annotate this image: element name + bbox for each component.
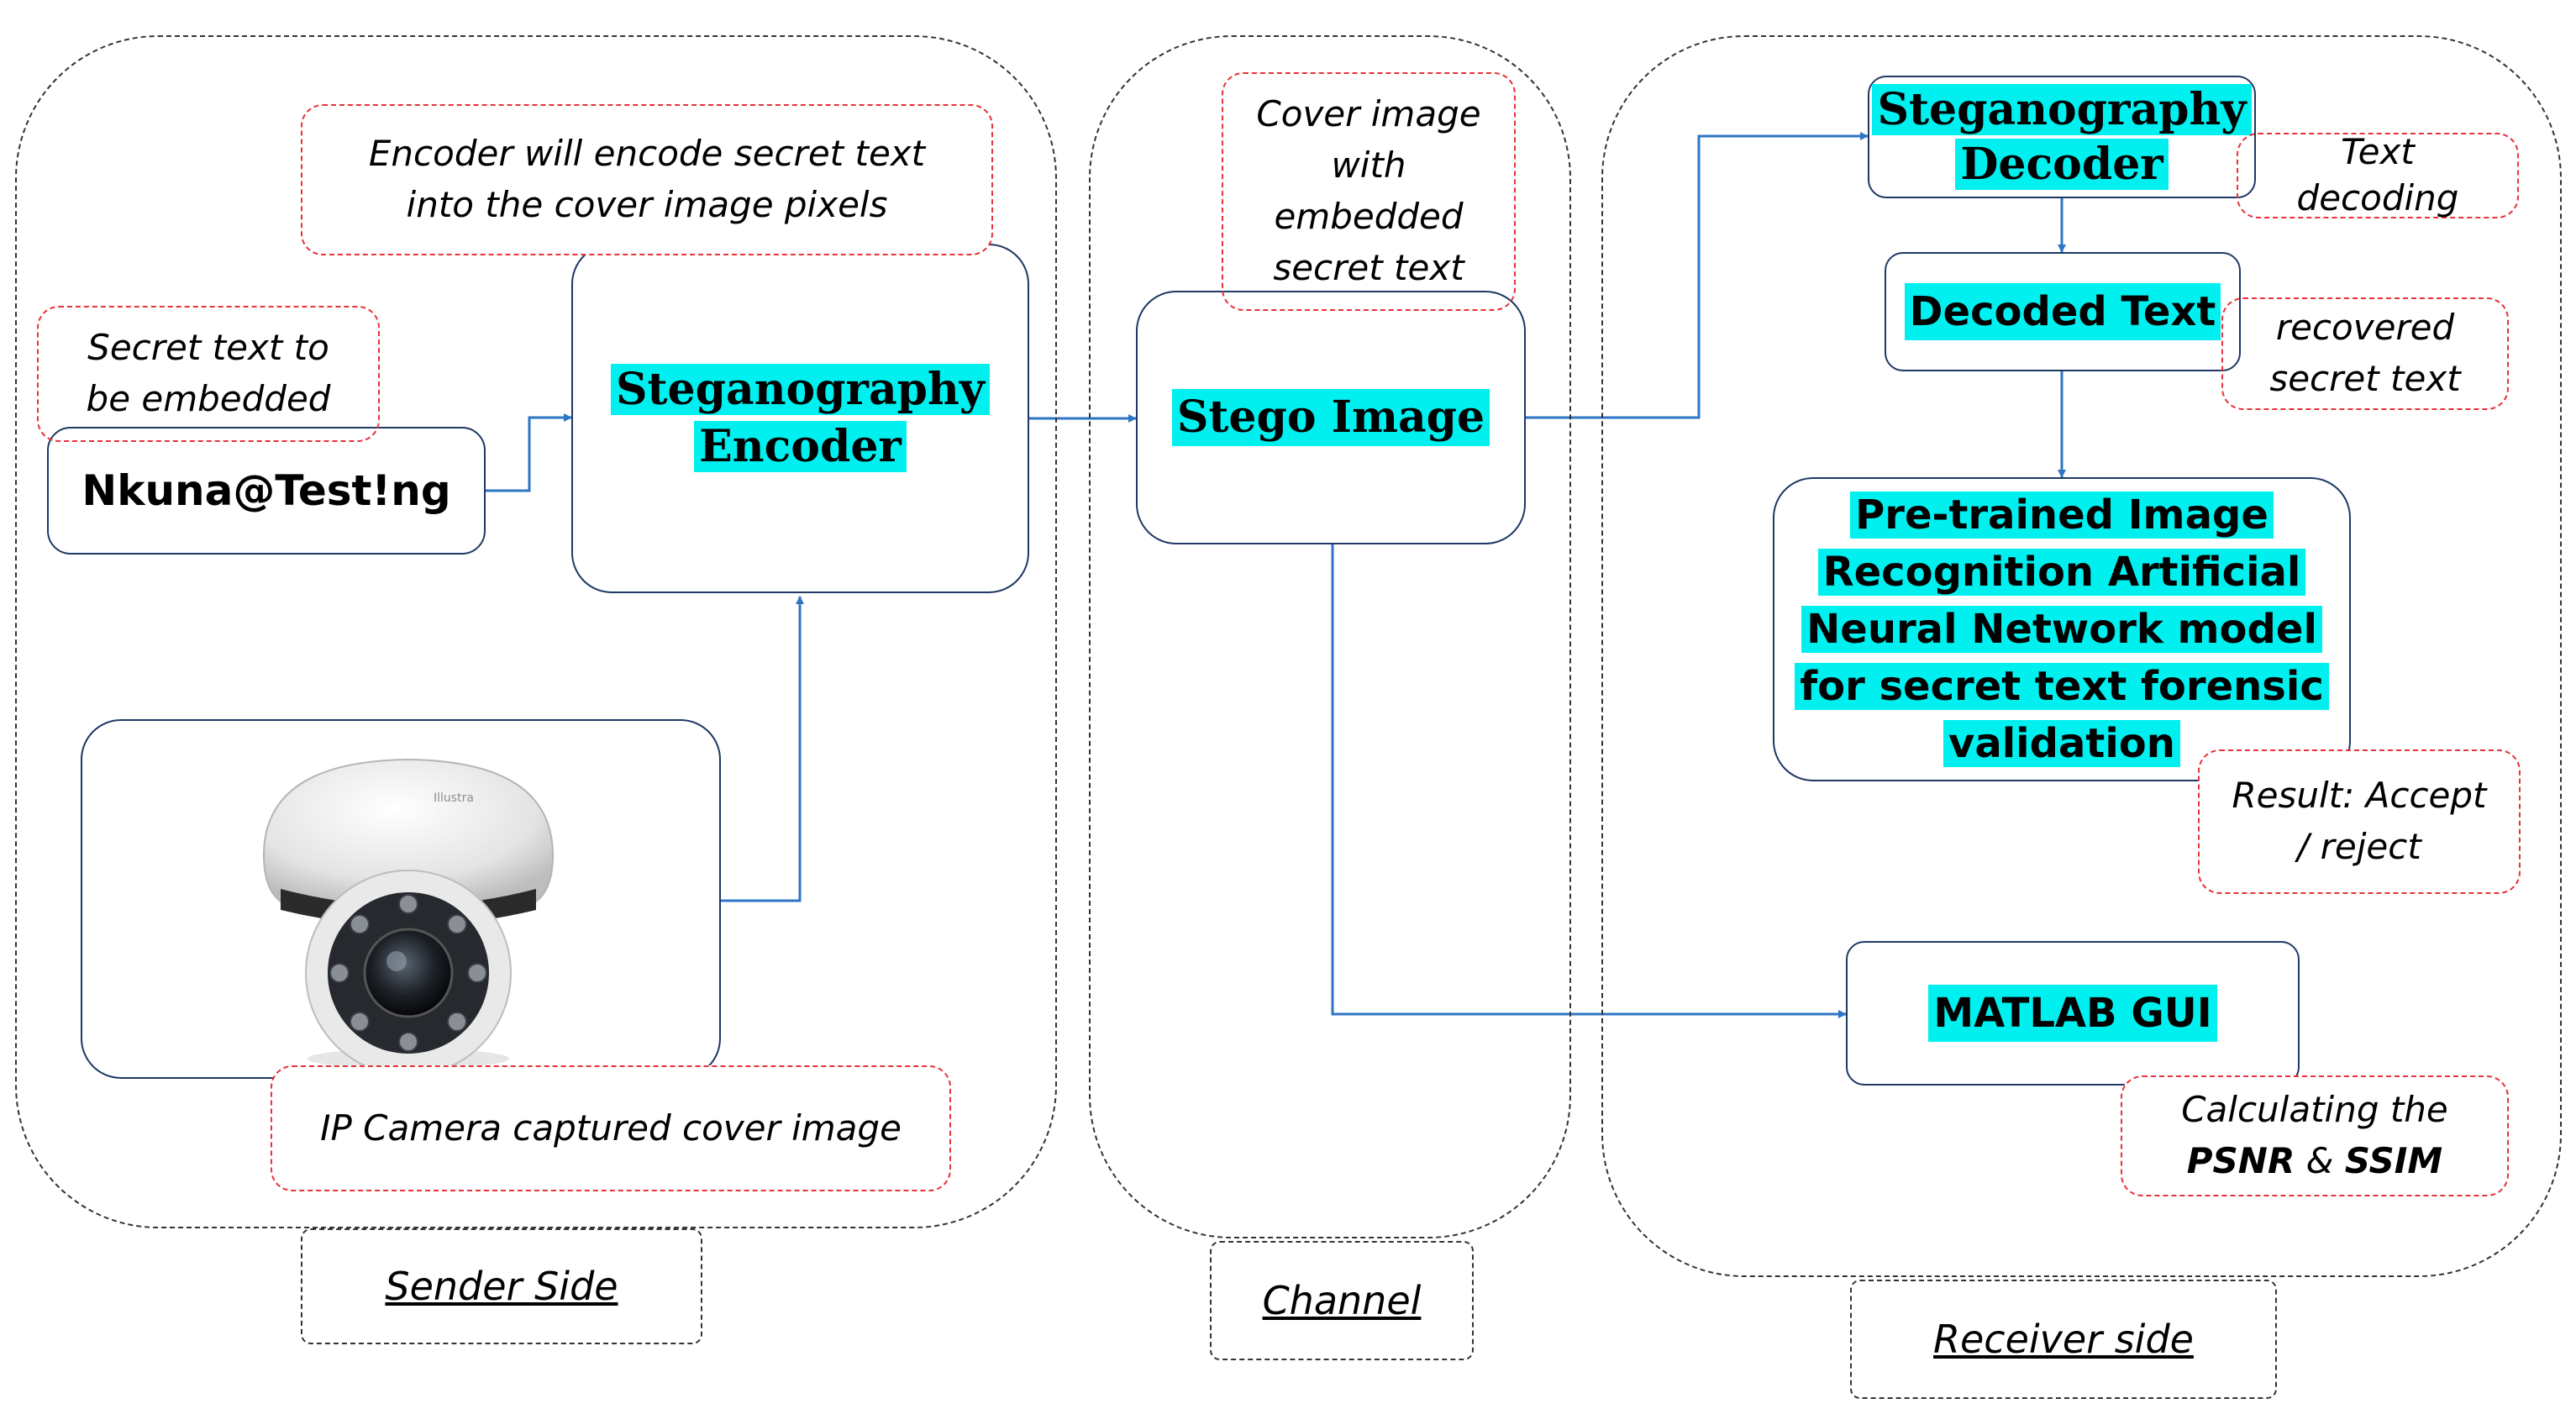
channel-label: Channel	[1210, 1241, 1474, 1360]
sender-side-label: Sender Side	[301, 1228, 702, 1344]
receiver-side-label: Receiver side	[1850, 1280, 2277, 1399]
secret-text-note: Secret text to be embedded	[37, 306, 380, 442]
psnr-ssim-note: Calculating the PSNR & SSIM	[2121, 1075, 2509, 1196]
decoded-text-node: Decoded Text	[1885, 252, 2241, 371]
svg-text:Illustra: Illustra	[434, 791, 474, 805]
secret-text-node: Nkuna@Test!ng	[47, 427, 486, 555]
ip-camera-image: Illustra	[81, 719, 721, 1079]
arrow-secret-text-to-encoder	[486, 413, 572, 492]
ann-model-node: Pre-trained Image Recognition Artificial…	[1773, 477, 2351, 781]
encoder-note: Encoder will encode secret text into the…	[301, 104, 993, 255]
arrow-stego-to-matlab	[1331, 544, 1847, 1018]
matlab-gui-node: MATLAB GUI	[1846, 941, 2300, 1086]
arrow-camera-to-encoder	[721, 596, 804, 902]
receiver-region	[1601, 35, 2562, 1277]
steganography-decoder-node: Steganography Decoder	[1868, 76, 2256, 198]
sender-region	[15, 35, 1057, 1228]
channel-region	[1089, 35, 1571, 1238]
arrow-stego-to-decoder	[1526, 132, 1869, 419]
cover-image-note: Cover image with embedded secret text	[1222, 72, 1516, 311]
stego-image-node: Stego Image	[1136, 291, 1526, 544]
camera-note: IP Camera captured cover image	[271, 1065, 951, 1191]
steganography-encoder-node: Steganography Encoder	[571, 244, 1029, 593]
result-note: Result: Accept / reject	[2198, 749, 2521, 894]
recovered-text-note: recovered secret text	[2221, 297, 2509, 410]
text-decoding-note: Text decoding	[2237, 131, 2519, 218]
camera-icon: Illustra	[262, 758, 555, 1076]
